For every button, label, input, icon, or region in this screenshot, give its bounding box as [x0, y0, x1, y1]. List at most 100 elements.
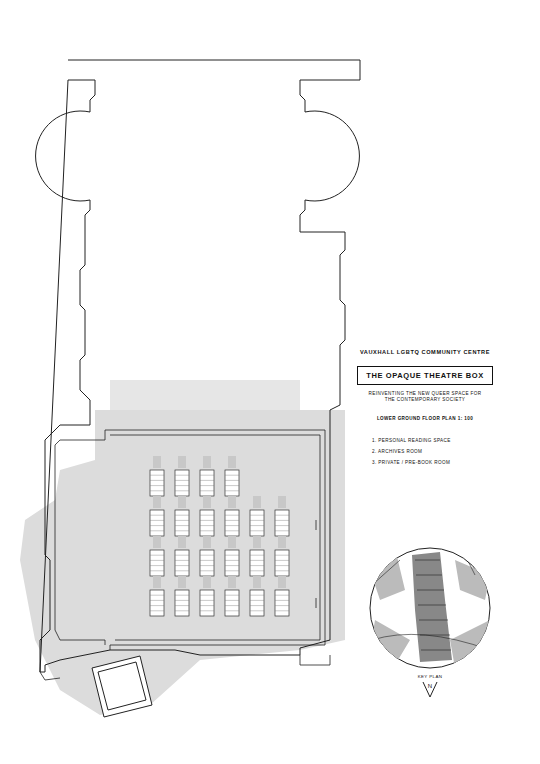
shelf: [250, 550, 264, 576]
shelf: [275, 550, 289, 576]
shelf-line: [150, 565, 164, 566]
shelf-line: [175, 530, 189, 531]
shelf-line: [275, 605, 289, 606]
key-plan-label: KEY PLAN: [418, 674, 443, 679]
shelf-line: [200, 600, 214, 601]
shelf-line: [275, 600, 289, 601]
shelf-line: [225, 560, 239, 561]
shelf-line: [175, 475, 189, 476]
shelf-line: [175, 520, 189, 521]
shelf-line: [225, 530, 239, 531]
legend-item: 2. ARCHIVES ROOM: [372, 449, 422, 454]
shelf-shadow: [153, 576, 161, 588]
shelf-shadow: [228, 456, 236, 468]
shelf-line: [175, 565, 189, 566]
shelf-line: [250, 610, 264, 611]
shelf: [275, 510, 289, 536]
shelf-line: [150, 475, 164, 476]
shelf-line: [175, 595, 189, 596]
shelf: [200, 470, 214, 496]
shelf-line: [275, 610, 289, 611]
shelf-line: [150, 600, 164, 601]
drawing-title: LOWER GROUND FLOOR PLAN 1: 100: [377, 416, 473, 421]
shelf-line: [150, 570, 164, 571]
subtitle: REINVENTING THE NEW QUEER SPACE FOR THE …: [365, 391, 485, 403]
shelf-shadow: [178, 456, 186, 468]
shelf: [275, 590, 289, 616]
shelf-line: [200, 515, 214, 516]
shelf-shadow: [178, 536, 186, 548]
shelf-shadow: [153, 496, 161, 508]
shelf-line: [175, 610, 189, 611]
shelf-line: [275, 525, 289, 526]
shelf-line: [200, 525, 214, 526]
shelf-shadow: [278, 496, 286, 508]
entrance-box: [92, 656, 152, 717]
shelf-line: [175, 485, 189, 486]
door-marks: [316, 520, 317, 608]
shelf-line: [150, 595, 164, 596]
north-label: N: [428, 683, 433, 689]
shelf-line: [150, 490, 164, 491]
shelf-line: [275, 595, 289, 596]
shelf: [225, 470, 239, 496]
shelf-line: [250, 605, 264, 606]
shelf-shadow: [278, 536, 286, 548]
shelf-line: [250, 525, 264, 526]
shelf-line: [150, 515, 164, 516]
shelf-shadow: [153, 456, 161, 468]
shelf-line: [225, 555, 239, 556]
shelf-line: [200, 475, 214, 476]
shelf: [150, 550, 164, 576]
shelf-line: [200, 595, 214, 596]
shelf-line: [175, 555, 189, 556]
shelf-line: [200, 490, 214, 491]
shelf-line: [250, 565, 264, 566]
title-box: THE OPAQUE THEATRE BOX: [357, 366, 493, 385]
shelf-line: [200, 480, 214, 481]
shelf-shadow: [178, 576, 186, 588]
shelf-line: [250, 560, 264, 561]
shelf-line: [225, 485, 239, 486]
shelf: [200, 510, 214, 536]
shelf-shadow: [253, 536, 261, 548]
shelf: [200, 550, 214, 576]
shelf-line: [175, 525, 189, 526]
legend-item: 3. PRIVATE / PRE-BOOK ROOM: [372, 460, 450, 465]
shelf-shadow: [203, 496, 211, 508]
shelf-line: [275, 570, 289, 571]
shelf-line: [150, 610, 164, 611]
north-arrow: [423, 682, 437, 697]
key-plan-circle: [370, 548, 490, 668]
shelf: [250, 590, 264, 616]
shelf: [225, 550, 239, 576]
stair: [40, 655, 330, 680]
legend-item: 1. PERSONAL READING SPACE: [372, 438, 451, 443]
shelf-line: [275, 565, 289, 566]
shelf-line: [225, 610, 239, 611]
box-title: THE OPAQUE THEATRE BOX: [366, 371, 484, 380]
shadow-zone: [20, 410, 345, 715]
shelf-line: [200, 610, 214, 611]
shelf-line: [200, 560, 214, 561]
shelf-shadow: [253, 576, 261, 588]
shelf-line: [150, 485, 164, 486]
shelf-line: [275, 530, 289, 531]
shelf-line: [150, 480, 164, 481]
shelf-line: [225, 605, 239, 606]
shelf: [225, 590, 239, 616]
shelf-line: [225, 480, 239, 481]
shelf-shadow: [228, 536, 236, 548]
shelf-line: [150, 520, 164, 521]
wall-inner: [110, 435, 320, 640]
shadow-zone: [110, 380, 300, 410]
shelf-line: [225, 525, 239, 526]
shelf-line: [175, 515, 189, 516]
shelf-line: [225, 570, 239, 571]
shelf-line: [225, 595, 239, 596]
shelf-line: [275, 515, 289, 516]
shelf-line: [250, 600, 264, 601]
shelf: [175, 590, 189, 616]
shelf-line: [175, 600, 189, 601]
shelf-line: [150, 530, 164, 531]
